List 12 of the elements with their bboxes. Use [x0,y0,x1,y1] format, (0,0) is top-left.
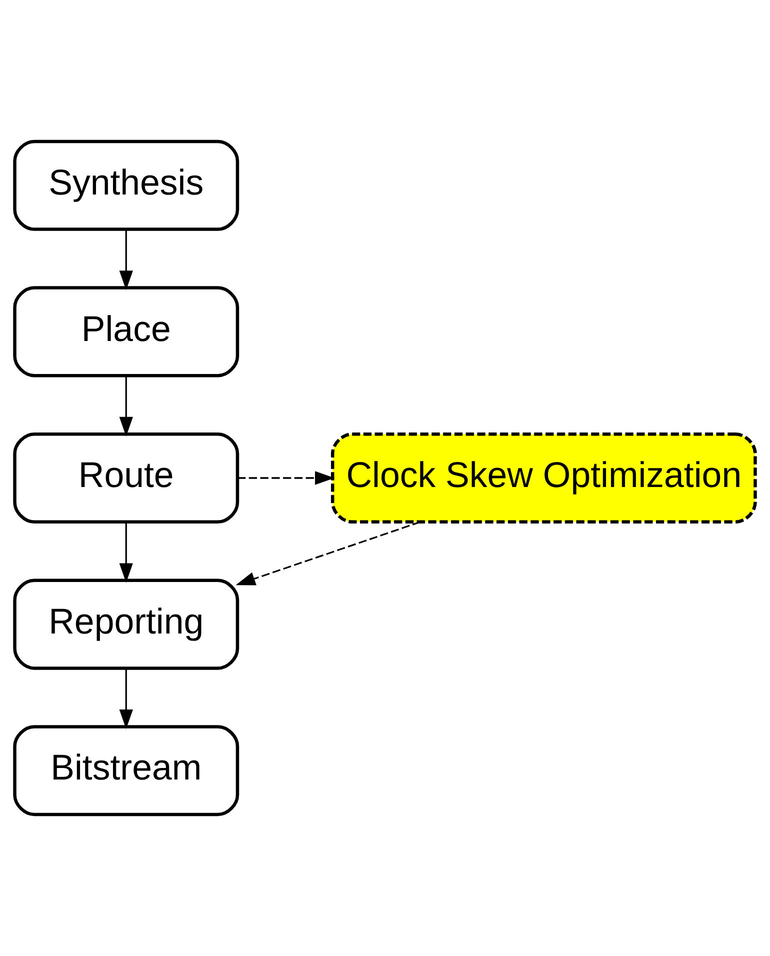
node-box: Clock Skew Optimization [330,432,757,524]
arrow [236,521,420,586]
arrow [119,376,133,436]
node-box: Reporting [13,578,240,670]
node-box: Place [13,286,240,378]
arrow [238,471,335,485]
arrow [119,668,133,730]
node-box: Bitstream [13,725,240,816]
node-box: Synthesis [13,140,240,231]
node-box: Route [13,432,240,524]
arrow [119,230,133,290]
arrow [119,522,133,583]
